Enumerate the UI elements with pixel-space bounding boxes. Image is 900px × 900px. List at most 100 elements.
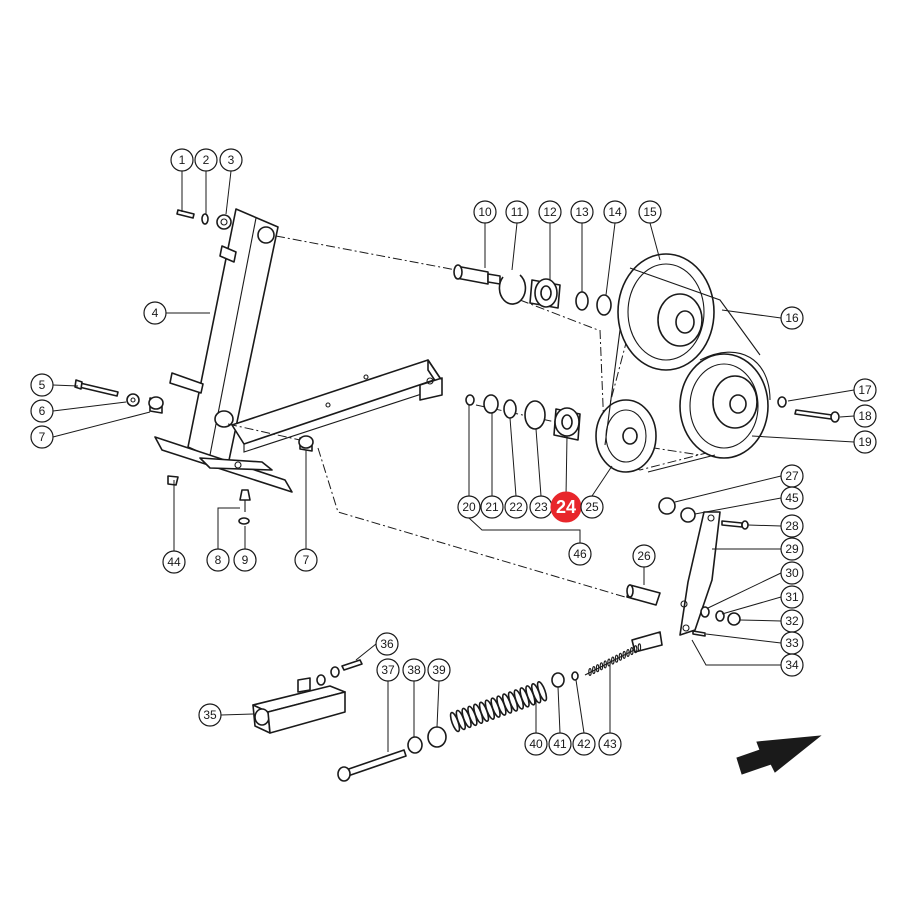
leader-line-32 <box>739 619 782 622</box>
leader-line-18 <box>839 415 855 418</box>
leader-lines <box>52 170 855 752</box>
callout-circle <box>162 550 186 574</box>
callout-7: 7 <box>294 548 318 572</box>
leader-line-30 <box>707 572 782 609</box>
callout-number: 8 <box>215 553 222 567</box>
callout-circle <box>780 306 804 330</box>
callout-circle <box>375 632 399 656</box>
callout-23: 23 <box>529 495 553 519</box>
callout-8: 8 <box>206 548 230 572</box>
callout-3: 3 <box>219 148 243 172</box>
callout-6: 6 <box>30 399 54 423</box>
callout-circle <box>402 658 426 682</box>
shaft-assembly <box>453 264 612 441</box>
callout-circle <box>853 404 877 428</box>
callout-number: 20 <box>462 500 476 514</box>
callout-11: 11 <box>505 200 529 224</box>
callout-13: 13 <box>570 200 594 224</box>
callout-21: 21 <box>480 495 504 519</box>
callout-circle <box>853 378 877 402</box>
callout-circle <box>780 653 804 677</box>
spring-coil <box>536 680 548 702</box>
callout-circle <box>480 495 504 519</box>
callout-24: 24 <box>550 491 582 523</box>
callout-circle <box>206 548 230 572</box>
leader-line-15 <box>649 222 661 261</box>
callout-number: 40 <box>529 737 543 751</box>
callout-circle <box>143 301 167 325</box>
base-beam <box>199 359 443 471</box>
callout-number: 25 <box>585 500 599 514</box>
callout-number: 45 <box>785 491 799 505</box>
callout-number: 38 <box>407 663 421 677</box>
callout-number: 6 <box>39 404 46 418</box>
callout-number: 33 <box>785 636 799 650</box>
callout-circle <box>598 732 622 756</box>
callout-number: 19 <box>858 435 872 449</box>
leader-line-5 <box>52 384 79 387</box>
callout-number: 3 <box>228 153 235 167</box>
callout-number: 35 <box>203 708 217 722</box>
callout-12: 12 <box>538 200 562 224</box>
pulleys <box>595 253 771 473</box>
spring-assembly <box>337 631 663 782</box>
callout-circle <box>632 544 656 568</box>
leader-line-16 <box>721 309 782 319</box>
callout-4: 4 <box>143 301 167 325</box>
callout-29: 29 <box>780 537 804 561</box>
leader-line-11 <box>511 222 518 271</box>
callout-19: 19 <box>853 430 877 454</box>
callout-43: 43 <box>598 732 622 756</box>
leader-line-35 <box>220 713 254 716</box>
callout-22: 22 <box>504 495 528 519</box>
callout-16: 16 <box>780 306 804 330</box>
leader-line-24 <box>565 435 568 497</box>
leader-line-23 <box>535 428 542 497</box>
leader-line-8 <box>217 507 240 549</box>
leader-line-7 <box>52 411 151 438</box>
callout-number: 28 <box>785 519 799 533</box>
callout-number: 7 <box>303 553 310 567</box>
leader-line-22 <box>509 417 517 497</box>
callout-40: 40 <box>524 732 548 756</box>
callout-number: 42 <box>577 737 591 751</box>
callout-1: 1 <box>170 148 194 172</box>
callout-circle <box>294 548 318 572</box>
callout-circle <box>638 200 662 224</box>
callout-number: 32 <box>785 614 799 628</box>
callout-circle <box>572 732 596 756</box>
callout-30: 30 <box>780 561 804 585</box>
callout-circle <box>30 425 54 449</box>
arrow-right-up-icon <box>736 735 822 775</box>
leader-line-42 <box>575 679 585 734</box>
callout-circle <box>233 548 257 572</box>
leader-line-41 <box>557 686 561 734</box>
callout-25: 25 <box>580 495 604 519</box>
callout-20: 20 <box>457 495 481 519</box>
rod-thread <box>595 664 600 673</box>
callout-number: 26 <box>637 549 651 563</box>
callout-circle <box>30 373 54 397</box>
callout-number: 36 <box>380 637 394 651</box>
callout-39: 39 <box>427 658 451 682</box>
leader-line-34 <box>691 639 781 666</box>
leader-line-46 <box>468 517 581 543</box>
rod-thread <box>603 660 607 669</box>
callout-number: 34 <box>785 658 799 672</box>
callout-7: 7 <box>30 425 54 449</box>
callout-circle <box>30 399 54 423</box>
callout-36: 36 <box>375 632 399 656</box>
callout-circle <box>780 561 804 585</box>
callout-number: 18 <box>858 409 872 423</box>
callout-28: 28 <box>780 514 804 538</box>
callout-circle <box>568 542 592 566</box>
callout-number: 37 <box>381 663 395 677</box>
callout-number: 1 <box>179 153 186 167</box>
callout-circle <box>780 585 804 609</box>
callout-number: 30 <box>785 566 799 580</box>
callout-circle <box>198 703 222 727</box>
callout-number: 31 <box>785 590 799 604</box>
callout-circle <box>853 430 877 454</box>
callout-number: 29 <box>785 542 799 556</box>
